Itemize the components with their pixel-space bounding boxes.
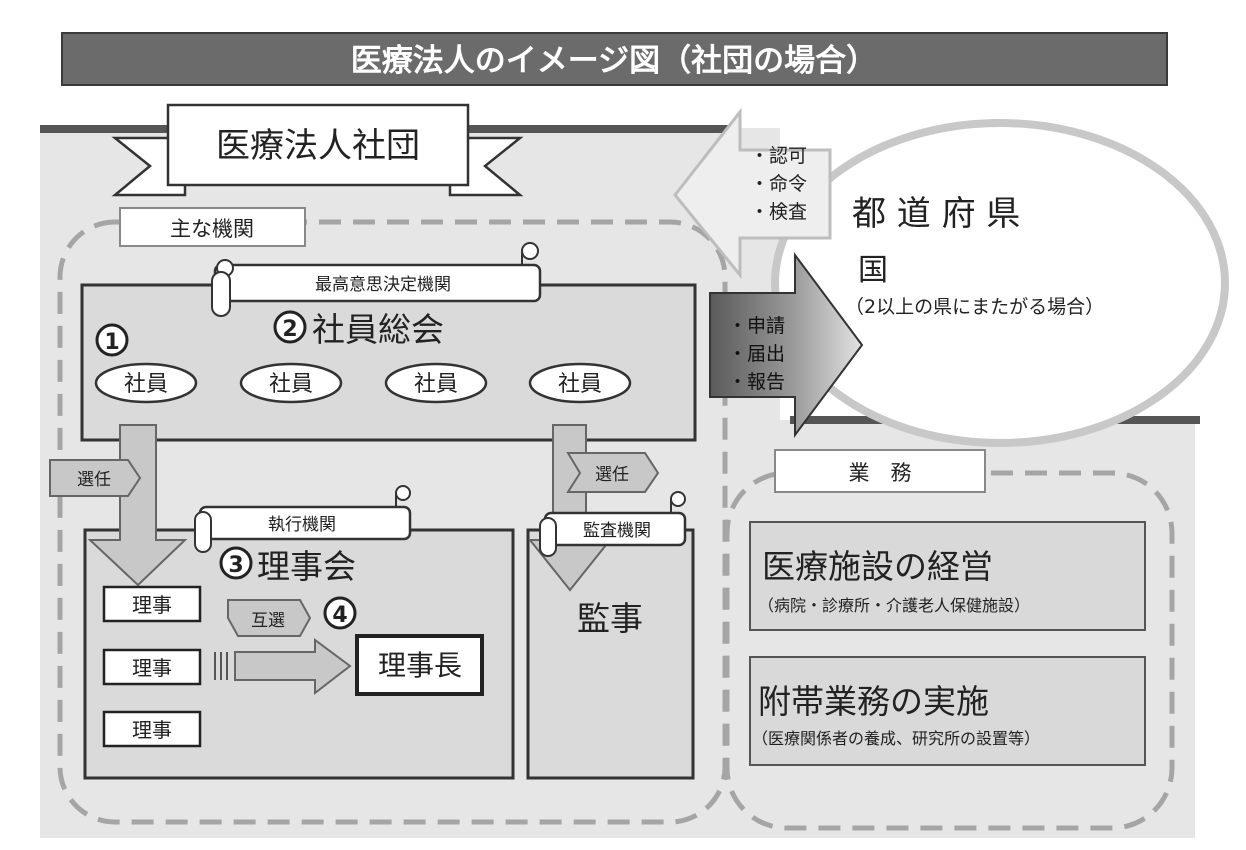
country-note: （2以上の県にまたがる場合） (845, 296, 1104, 318)
member-3-label: 社員 (414, 372, 458, 397)
gov-action-arrow (673, 107, 832, 280)
audit-tag-label: 監査機関 (583, 521, 651, 541)
appoint-label-left: 選任 (77, 470, 111, 490)
supreme-scroll-tag (211, 242, 542, 317)
diagram-title: 医療法人のイメージ図（社団の場合） (351, 43, 877, 79)
exec-scroll-tag (194, 485, 412, 553)
member-4: 社員 (528, 362, 632, 404)
supreme-tag-label: 最高意思決定機関 (315, 275, 451, 295)
mutual-election-label: 互選 (251, 611, 285, 631)
business-label-box (774, 449, 986, 493)
organs-label: 主な機関 (170, 217, 254, 241)
mutual-election-tag (227, 599, 312, 637)
prefecture-label: 都 道 府 県 (852, 194, 1020, 234)
exec-tag-label: 執行機関 (268, 515, 336, 535)
marker-4: 4 (332, 603, 347, 628)
marker-2: 2 (282, 317, 297, 342)
country-label: 国 (858, 253, 888, 288)
director-2: 理事 (102, 648, 202, 686)
marker-2-circle (273, 310, 307, 344)
title-bar (61, 32, 1168, 86)
director-1-label: 理事 (132, 593, 172, 617)
member-3: 社員 (384, 362, 488, 404)
appoint-tag-right (566, 452, 660, 493)
business-item-1-title: 医療施設の経営 (762, 547, 993, 586)
member-2-label: 社員 (269, 372, 313, 397)
chairman-box (355, 634, 484, 696)
gov-action-3: ・検査 (750, 201, 807, 223)
marker-3-circle (219, 546, 253, 580)
marker-3: 3 (228, 553, 243, 578)
general-meeting-title: 社員総会 (312, 310, 444, 349)
gov-action-1: ・認可 (750, 145, 807, 167)
member-2: 社員 (239, 362, 343, 404)
applicant-action-2: ・届出 (728, 343, 785, 365)
gov-action-2: ・命令 (750, 173, 807, 195)
appoint-label-right: 選任 (595, 465, 629, 485)
appoint-arrow-left (87, 424, 188, 587)
audit-scroll-tag (539, 491, 687, 557)
appoint-tag-left (49, 459, 142, 497)
business-item-2-title: 附帯業務の実施 (758, 682, 989, 721)
organs-region (57, 219, 728, 825)
business-label: 業 務 (849, 461, 912, 485)
director-1: 理事 (102, 585, 202, 623)
business-item-1-note: （病院・診療所・介護老人保健施設） (758, 596, 1030, 615)
director-3: 理事 (102, 710, 202, 748)
member-1: 社員 (94, 362, 198, 404)
election-arrow (214, 638, 352, 696)
marker-1-circle (95, 323, 129, 357)
business-item-1: 医療施設の経営 （病院・診療所・介護老人保健施設） (749, 521, 1146, 631)
business-item-2: 附帯業務の実施 （医療関係者の養成、研究所の設置等） (749, 656, 1146, 766)
auditor-label: 監事 (577, 599, 643, 638)
business-item-2-note: （医療関係者の養成、研究所の設置等） (752, 729, 1040, 748)
board-title: 理事会 (257, 547, 356, 586)
chairman-label: 理事長 (378, 649, 462, 682)
marker-1: 1 (104, 330, 119, 355)
gov-ellipse (771, 119, 1229, 447)
marker-4-circle (323, 596, 357, 630)
organs-label-box (119, 207, 306, 247)
director-3-label: 理事 (132, 718, 172, 742)
banner-ribbon (111, 103, 524, 197)
member-4-label: 社員 (558, 372, 602, 397)
applicant-action-3: ・報告 (728, 371, 785, 393)
general-meeting-box (80, 283, 697, 442)
member-1-label: 社員 (124, 372, 168, 397)
applicant-action-arrow (709, 251, 864, 439)
banner-title: 医療法人社団 (216, 126, 420, 166)
director-2-label: 理事 (132, 656, 172, 680)
applicant-action-1: ・申請 (728, 315, 785, 337)
